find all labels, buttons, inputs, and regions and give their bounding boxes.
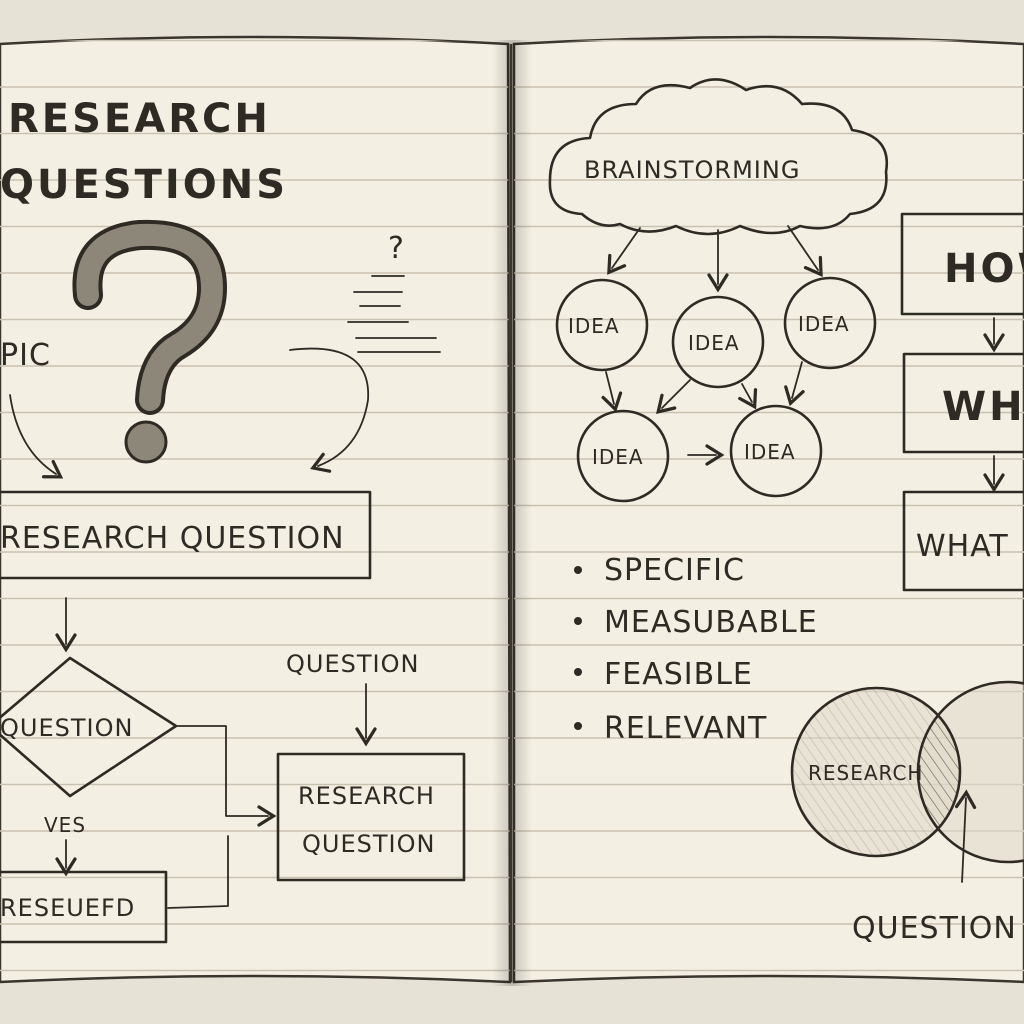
criteria-item: SPECIFIC	[604, 553, 745, 588]
decision-diamond-label: QUESTION	[0, 714, 133, 742]
idea-circle: IDEA	[576, 409, 670, 503]
criteria-item: MEASUBABLE	[604, 605, 818, 640]
result-box-line-2: QUESTION	[302, 830, 435, 858]
idea-arrow	[601, 371, 623, 413]
result-research-question-box: RESEARCH QUESTION	[276, 752, 466, 882]
idea-circle: IDEA	[555, 278, 649, 372]
idea-circle: IDEA	[671, 295, 765, 389]
venn-arrow	[954, 789, 977, 883]
question-word-box: WHAT	[902, 490, 1024, 592]
idea-arrow	[656, 379, 691, 414]
question-word-label: HOW	[944, 246, 1024, 292]
idea-label: IDEA	[744, 440, 796, 464]
brainstorming-cloud: BRAINSTORMING	[548, 78, 889, 236]
idea-circle: IDEA	[729, 404, 823, 498]
cloud-arrow-1	[607, 227, 641, 275]
idea-label: IDEA	[688, 331, 740, 355]
idea-label: IDEA	[798, 312, 850, 336]
researched-box: RESEUEFD	[0, 870, 168, 944]
research-question-box-label: RESEARCH QUESTION	[0, 521, 345, 556]
idea-circle: IDEA	[783, 276, 877, 370]
idea-arrow	[738, 383, 758, 410]
criteria-item: RELEVANT	[604, 711, 767, 746]
researched-box-label: RESEUEFD	[0, 894, 135, 922]
scribble-arrow	[289, 347, 369, 473]
researched-connector	[167, 835, 229, 909]
title-line-1: RESEARCH	[8, 96, 271, 142]
topic-label: PIC	[0, 338, 51, 373]
idea-arrow	[784, 361, 805, 407]
left-page	[0, 35, 512, 984]
brainstorming-label: BRAINSTORMING	[584, 156, 800, 184]
question-label: QUESTION	[286, 650, 419, 678]
question-mark-icon	[72, 219, 228, 464]
criteria-list: SPECIFIC MEASUBABLE FEASIBLE RELEVANT	[574, 553, 818, 746]
question-word-label: WHY	[942, 384, 1024, 430]
cloud-arrow-3	[787, 225, 823, 277]
scribble-lines	[347, 275, 441, 353]
small-question-mark: ?	[388, 231, 405, 266]
result-box-line-1: RESEARCH	[298, 782, 435, 810]
idea-label: IDEA	[568, 314, 620, 338]
diamond-to-result-arrow	[175, 725, 277, 827]
question-word-box: HOW	[900, 212, 1024, 316]
topic-arrow	[9, 394, 64, 479]
idea-label: IDEA	[592, 445, 644, 469]
research-question-box: RESEARCH QUESTION	[0, 490, 372, 580]
yes-label: VES	[44, 813, 86, 837]
title-line-2: QUESTIONS	[0, 162, 288, 208]
venn-diagram: RESEARCH	[790, 680, 1024, 883]
criteria-item: FEASIBLE	[604, 657, 753, 692]
question-word-box: WHY	[902, 352, 1024, 454]
venn-bottom-label: QUESTION	[852, 911, 1017, 946]
venn-left-label: RESEARCH	[808, 761, 923, 785]
question-word-label: WHAT	[916, 529, 1009, 564]
